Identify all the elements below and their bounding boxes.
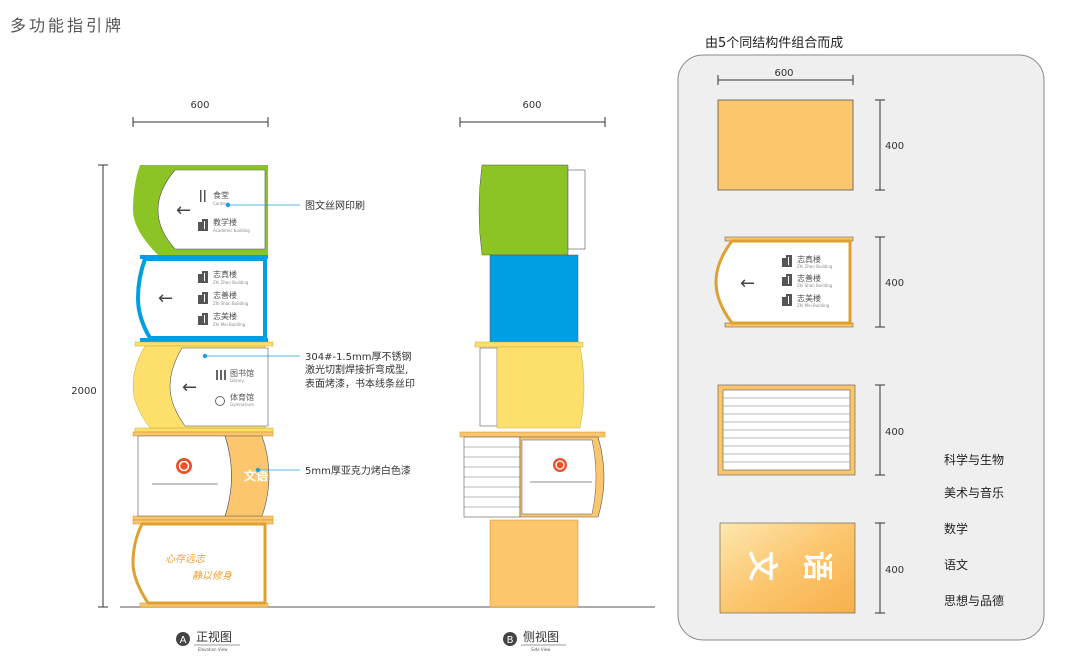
dest-academic: 教学楼 (213, 217, 237, 227)
motto-1: 心存远志 (165, 553, 207, 565)
svg-text:志善楼: 志善楼 (213, 290, 237, 300)
svg-text:Zhi Zhen Building: Zhi Zhen Building (797, 264, 833, 269)
front-height-label: 2000 (71, 386, 96, 397)
annotation-steel-3: 表面烤漆，书本线条丝印 (305, 377, 415, 390)
svg-text:志美楼: 志美楼 (797, 293, 821, 303)
component-2: ← 志真楼 Zhi Zhen Building 志善楼 Zhi Shan Bui… (714, 236, 854, 328)
svg-text:400: 400 (885, 565, 904, 576)
svg-text:体育馆: 体育馆 (230, 392, 254, 402)
svg-text:Zhi Mei Building: Zhi Mei Building (213, 322, 246, 327)
svg-text:Library: Library (230, 378, 245, 383)
svg-text:B: B (507, 635, 514, 646)
front-module-1: ← 食堂 Canteen 教学楼 Academic building (133, 165, 268, 255)
side-module-1 (478, 164, 569, 256)
library-icon (216, 370, 226, 380)
side-module-2 (489, 254, 579, 343)
svg-text:志真楼: 志真楼 (797, 254, 821, 264)
svg-text:志美楼: 志美楼 (213, 311, 237, 321)
svg-text:语: 语 (799, 551, 834, 581)
chinese-subject-text: 文语 (244, 468, 268, 483)
page-title: 多功能指引牌 (10, 16, 124, 35)
svg-text:A: A (180, 635, 187, 646)
front-module-2: ← 志真楼 Zhi Zhen Building 志善楼 Zhi Shan Bui… (135, 255, 268, 342)
arrow-left-icon: ← (158, 288, 173, 309)
school-logo-icon (553, 458, 567, 472)
motto-2: 静以修身 (192, 570, 233, 582)
annotation-steel-1: 304#-1.5mm厚不锈钢 (305, 350, 411, 363)
arrow-left-icon: ← (176, 200, 191, 221)
annotation-acrylic: 5mm厚亚克力烤白色漆 (305, 464, 411, 477)
side-module-3 (496, 346, 585, 429)
school-logo-icon (176, 458, 192, 474)
subject-item: 语文 (944, 557, 968, 572)
annotation-leaders (202, 202, 300, 473)
svg-text:Elevation View: Elevation View (198, 647, 228, 652)
gymnasium-icon (215, 396, 225, 406)
svg-text:Canteen: Canteen (213, 201, 230, 206)
side-view-title: 侧视图 (523, 629, 559, 644)
svg-text:Gymnasium: Gymnasium (230, 402, 254, 407)
front-module-4: 文语 (132, 431, 274, 521)
svg-text:Zhi Zhen Building: Zhi Zhen Building (213, 280, 249, 285)
annotation-print: 图文丝网印刷 (305, 199, 365, 212)
component-1 (717, 99, 854, 191)
dest-canteen: 食堂 (213, 190, 229, 200)
side-width-label: 600 (522, 100, 541, 111)
svg-text:400: 400 (885, 278, 904, 289)
component-3 (717, 384, 856, 476)
components-title: 由5个同结构件组合而成 (705, 36, 843, 51)
front-view: 600 2000 ← 食堂 Canteen 教学楼 Academic build… (71, 100, 655, 652)
front-width-dimension (132, 117, 269, 127)
side-view: 600 B 侧视图 Side View (459, 100, 606, 652)
front-module-5: 心存远志 静以修身 (131, 519, 274, 608)
svg-text:Side View: Side View (531, 647, 551, 652)
front-module-3: ← 图书馆 Library 体育馆 Gymnasium (132, 341, 274, 433)
subject-item: 科学与生物 (944, 452, 1004, 467)
arrow-left-icon: ← (182, 377, 197, 398)
svg-text:文: 文 (744, 551, 779, 581)
subject-item: 数学 (944, 521, 968, 536)
view-b-badge (503, 632, 517, 646)
front-height-dimension (98, 164, 108, 608)
svg-text:400: 400 (885, 427, 904, 438)
svg-text:400: 400 (885, 141, 904, 152)
view-a-badge (176, 632, 190, 646)
svg-text:Zhi Shan Building: Zhi Shan Building (213, 301, 249, 306)
svg-text:图书馆: 图书馆 (230, 368, 254, 378)
svg-text:600: 600 (774, 68, 793, 79)
front-width-label: 600 (190, 100, 209, 111)
svg-text:Zhi Shan Building: Zhi Shan Building (797, 283, 833, 288)
svg-text:Academic building: Academic building (213, 228, 250, 233)
svg-text:志善楼: 志善楼 (797, 273, 821, 283)
component-4: 文 语 (719, 522, 856, 614)
components-panel: 由5个同结构件组合而成 600 400 ← 志真楼 Zhi Zhen Build… (677, 36, 1045, 641)
elevation-view-title: 正视图 (196, 629, 232, 644)
svg-text:Zhi Mei Building: Zhi Mei Building (797, 303, 830, 308)
subject-item: 思想与品德 (944, 593, 1004, 608)
annotation-steel-2: 激光切割焊接折弯成型, (305, 363, 408, 376)
side-module-5 (489, 519, 579, 608)
fork-knife-icon (200, 190, 206, 202)
arrow-left-icon: ← (740, 273, 755, 294)
subject-item: 美术与音乐 (944, 485, 1004, 500)
svg-text:志真楼: 志真楼 (213, 269, 237, 279)
